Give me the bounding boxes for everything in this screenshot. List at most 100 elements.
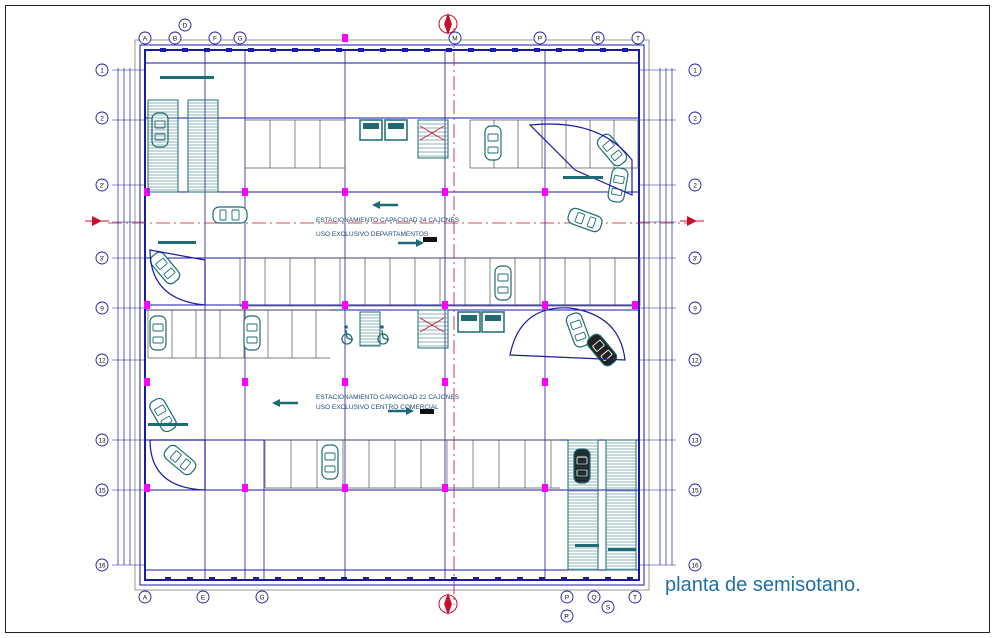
svg-text:G: G (259, 595, 264, 602)
svg-text:3': 3' (100, 256, 105, 263)
axis-bubble-left: 9 (95, 301, 109, 315)
svg-text:P': P' (564, 614, 570, 621)
svg-text:S: S (606, 605, 611, 612)
axis-bubble-bottom: A (138, 590, 152, 604)
outer-wall (144, 49, 640, 581)
wall-mark (270, 48, 276, 52)
sign-bar (575, 544, 599, 547)
axis-bubble-bottom: S (601, 600, 615, 614)
axis-bubble-bottom: G (255, 590, 269, 604)
wall-mark (204, 48, 210, 52)
svg-text:A: A (143, 36, 148, 43)
axis-bubble-left: 13 (95, 433, 109, 447)
svg-text:16: 16 (691, 563, 699, 570)
axis-bubble-top: F (208, 31, 222, 45)
upper-usage-note: USO EXCLUSIVO DEPARTAMENTOS (316, 231, 429, 238)
plan-structure (108, 28, 690, 605)
axis-bubble-right: 13 (688, 433, 702, 447)
axis-bubble-top: M (448, 31, 462, 45)
curved-ramp (509, 307, 626, 361)
car-icon (149, 397, 177, 433)
column (542, 301, 548, 309)
wall-mark (446, 48, 452, 52)
traffic-arrow-left (272, 399, 298, 407)
axis-bubble-right: 15 (688, 483, 702, 497)
axis-bubble-top: R (591, 31, 605, 45)
curved-ramp (149, 249, 206, 306)
axis-bubble-left: 15 (95, 483, 109, 497)
wall-mark (363, 577, 369, 581)
elevator-icon (359, 119, 383, 141)
axis-bubble-right: 12 (688, 353, 702, 367)
wall-mark (424, 48, 430, 52)
curved-ramp (528, 123, 633, 196)
wall-mark (319, 577, 325, 581)
column (144, 484, 150, 492)
car-icon (607, 167, 629, 203)
wall-mark (468, 48, 474, 52)
svg-text:1: 1 (693, 68, 697, 75)
column (542, 188, 548, 196)
wall-mark (248, 48, 254, 52)
column (442, 484, 448, 492)
car-icon (321, 444, 339, 480)
svg-text:T: T (633, 595, 637, 602)
sign-bar (608, 548, 636, 551)
wall-mark (534, 48, 540, 52)
column (144, 301, 150, 309)
traffic-arrow-left (372, 201, 398, 209)
wall-mark (385, 577, 391, 581)
car-icon (567, 207, 603, 233)
wall-mark (209, 577, 215, 581)
parking-stalls (147, 119, 641, 489)
sign-bar (148, 423, 188, 426)
svg-text:16: 16 (98, 563, 106, 570)
svg-text:13: 13 (691, 438, 699, 445)
wall-mark (451, 577, 457, 581)
car-icon (596, 133, 628, 167)
sign-bar (160, 76, 190, 79)
wall-mark (226, 48, 232, 52)
axis-bubble-top: B (168, 31, 182, 45)
wall-mark (165, 577, 171, 581)
car-icon (573, 448, 591, 484)
svg-text:2: 2 (693, 116, 697, 123)
axis-frame (134, 39, 650, 591)
wall-mark (187, 577, 193, 581)
wall-mark (314, 48, 320, 52)
car-icon (494, 265, 512, 301)
axis-bubble-bottom: P' (560, 609, 574, 623)
svg-text:T: T (636, 36, 640, 43)
wall-mark (561, 577, 567, 581)
sign-bar (190, 76, 214, 79)
svg-text:D: D (183, 23, 188, 30)
wall-mark (583, 577, 589, 581)
wall-mark (539, 577, 545, 581)
wheelchair-icon (341, 325, 354, 345)
column (144, 378, 150, 386)
wall-mark (495, 577, 501, 581)
car-icon (212, 206, 248, 224)
elevator-icon-door (363, 123, 379, 129)
wall-mark (605, 577, 611, 581)
column (242, 188, 248, 196)
svg-text:12: 12 (691, 358, 699, 365)
svg-text:F: F (213, 36, 217, 43)
car-icon (565, 312, 591, 348)
car-icon (163, 444, 197, 476)
wall-mark (160, 48, 166, 52)
car-icons (149, 112, 629, 484)
axis-bubble-left: 2' (95, 178, 109, 192)
elevator-icon-door (388, 123, 404, 129)
wall-mark (556, 48, 562, 52)
axis-bubble-right: 9 (688, 301, 702, 315)
axis-bubble-left: 2 (95, 111, 109, 125)
sign-block (423, 237, 437, 242)
axis-bubble-bottom: P (560, 590, 574, 604)
traffic-arrow-right (398, 239, 424, 247)
svg-text:R: R (596, 36, 601, 43)
column (442, 188, 448, 196)
traffic-arrow-right (388, 407, 414, 415)
lower-usage-note: USO EXCLUSIVO CENTRO COMERCIAL (316, 404, 439, 411)
svg-text:1: 1 (100, 68, 104, 75)
